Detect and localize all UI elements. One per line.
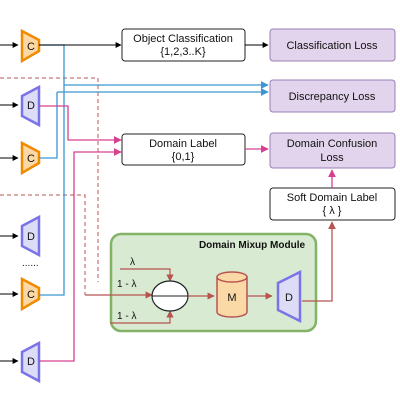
object-classification-classes: {1,2,3..K} [160, 46, 206, 58]
classifier-block-2: C [20, 140, 41, 176]
blue-line-c1 [39, 44, 65, 296]
ellipsis-separator: ...... [22, 258, 39, 269]
discrepancy-loss-box: Discrepancy Loss [269, 79, 396, 113]
discriminator-block-1: D [20, 84, 41, 128]
mixing-operator [151, 280, 189, 312]
svg-text:D: D [27, 231, 35, 243]
red-arrow-d-to-soft-label [302, 221, 336, 302]
mixer-label: M [227, 292, 236, 304]
pink-line-d3 [39, 148, 122, 362]
classifier-block-1: C [20, 28, 41, 64]
mixer-cylinder: M [216, 271, 248, 318]
discriminator-block-2: D [20, 214, 41, 258]
svg-text:C: C [27, 153, 35, 165]
blue-line-c2 [39, 92, 58, 159]
svg-text:D: D [285, 292, 293, 304]
dashed-separator-top [0, 77, 99, 282]
domain-confusion-loss-line1: Domain Confusion [287, 138, 378, 150]
svg-text:D: D [27, 356, 35, 368]
lambda-top-arrow [120, 268, 174, 282]
classification-loss-box: Classification Loss [269, 28, 396, 62]
lambda-mid-label: 1 - λ [117, 279, 136, 290]
domain-confusion-loss-line2: Loss [320, 152, 344, 164]
object-classification-title: Object Classification [133, 33, 233, 45]
dashed-separator-bottom [0, 194, 86, 295]
soft-domain-label-values: { λ } [323, 205, 342, 217]
discrepancy-loss-label: Discrepancy Loss [289, 91, 376, 103]
classification-loss-label: Classification Loss [286, 40, 378, 52]
lambda-bot-label: 1 - λ [117, 311, 136, 322]
svg-text:C: C [27, 289, 35, 301]
soft-domain-label-box: Soft Domain Label { λ } [269, 187, 396, 221]
discriminator-block-3: D [20, 340, 41, 384]
classifier-block-3: C [20, 276, 41, 312]
lambda-top-label: λ [130, 257, 135, 268]
domain-confusion-loss-box: Domain Confusion Loss [269, 132, 396, 169]
discriminator-block-mixup: D [276, 269, 302, 324]
svg-text:D: D [27, 100, 35, 112]
pink-line-d1 [39, 105, 122, 144]
domain-mixup-module-title: Domain Mixup Module [199, 240, 306, 251]
soft-domain-label-title: Soft Domain Label [287, 192, 378, 204]
object-classification-box: Object Classification {1,2,3..K} [121, 28, 246, 62]
svg-text:C: C [27, 41, 35, 53]
lambda-bot-arrow [110, 310, 174, 324]
domain-label-title: Domain Label [149, 138, 217, 150]
domain-label-values: {0,1} [172, 151, 195, 163]
domain-label-box: Domain Label {0,1} [121, 133, 246, 166]
